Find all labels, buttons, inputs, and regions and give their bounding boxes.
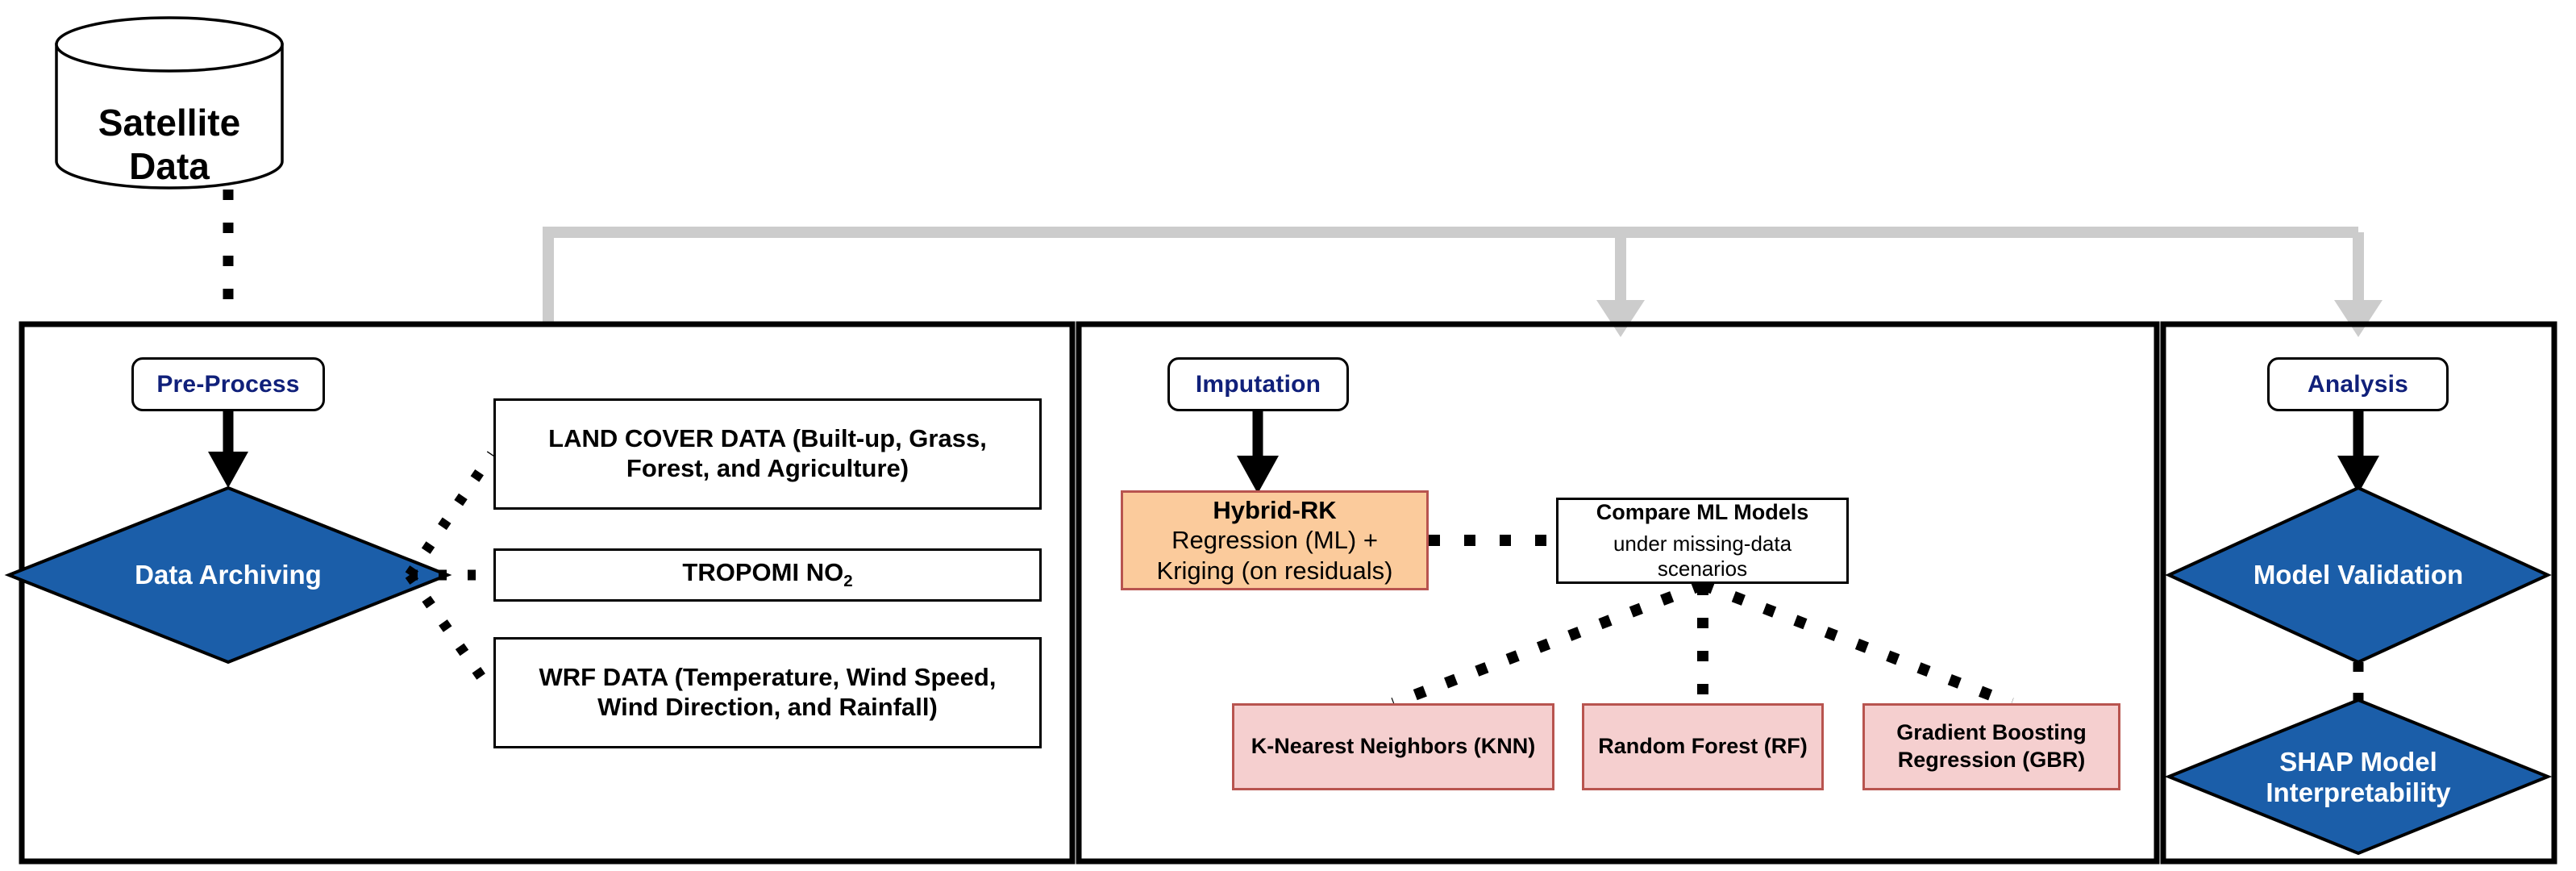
dataset-wrf-text: WRF DATA (Temperature, Wind Speed, Wind … bbox=[539, 663, 997, 722]
land-cover-line-2: Forest, and Agriculture) bbox=[626, 454, 909, 482]
connector-preprocess-to-archiving bbox=[208, 411, 248, 488]
panel-imputation bbox=[1076, 321, 2160, 865]
dataset-land-cover-text: LAND COVER DATA (Built-up, Grass, Forest… bbox=[548, 424, 987, 483]
hybrid-rk-title: Hybrid-RK bbox=[1213, 496, 1337, 525]
hybrid-rk-line-2: Regression (ML) + bbox=[1171, 526, 1378, 555]
gray-arrow-to-imputation bbox=[1596, 300, 1645, 337]
tropomi-subscript: 2 bbox=[843, 572, 853, 591]
decision-data-archiving bbox=[4, 486, 452, 665]
stage-label-analysis[interactable]: Analysis bbox=[2267, 357, 2449, 411]
connector-compare-to-models bbox=[1391, 579, 2014, 709]
model-box-knn: K-Nearest Neighbors (KNN) bbox=[1232, 703, 1554, 790]
gray-connector-bus bbox=[543, 227, 2364, 324]
dataset-box-tropomi: TROPOMI NO2 bbox=[493, 548, 1042, 602]
stage-label-imputation[interactable]: Imputation bbox=[1167, 357, 1349, 411]
compare-ml-models-box: Compare ML Models under missing-data sce… bbox=[1556, 498, 1849, 584]
dataset-box-land-cover: LAND COVER DATA (Built-up, Grass, Forest… bbox=[493, 398, 1042, 510]
decision-model-validation bbox=[2165, 486, 2552, 665]
wrf-line-2: Wind Direction, and Rainfall) bbox=[597, 693, 938, 721]
dataset-tropomi-text: TROPOMI NO2 bbox=[682, 558, 852, 591]
connector-imputation-to-hybrid bbox=[1237, 411, 1279, 494]
panel-pre-process bbox=[19, 321, 1076, 865]
gbr-line-2: Regression (GBR) bbox=[1897, 748, 2086, 772]
decision-shap-interpretability bbox=[2164, 698, 2553, 856]
gbr-line-1: Gradient Boosting bbox=[1896, 720, 2087, 745]
land-cover-line-1: LAND COVER DATA (Built-up, Grass, bbox=[548, 424, 987, 453]
satellite-data-cylinder bbox=[55, 16, 284, 190]
tropomi-line-1: TROPOMI NO bbox=[682, 558, 844, 587]
connector-archiving-to-datasets bbox=[405, 451, 497, 695]
gray-arrow-to-analysis bbox=[2334, 300, 2382, 337]
stage-label-pre-process[interactable]: Pre-Process bbox=[131, 357, 325, 411]
satellite-data-label: Satellite Data bbox=[98, 102, 241, 187]
compare-title: Compare ML Models bbox=[1596, 500, 1809, 524]
wrf-line-1: WRF DATA (Temperature, Wind Speed, bbox=[539, 663, 997, 692]
panel-analysis bbox=[2160, 321, 2557, 865]
connector-analysis-to-validation bbox=[2337, 411, 2379, 494]
model-box-random-forest: Random Forest (RF) bbox=[1582, 703, 1824, 790]
gbr-text: Gradient Boosting Regression (GBR) bbox=[1896, 719, 2087, 774]
dataset-box-wrf: WRF DATA (Temperature, Wind Speed, Wind … bbox=[493, 637, 1042, 748]
hybrid-rk-line-3: Kriging (on residuals) bbox=[1156, 556, 1393, 585]
compare-subtitle: under missing-data scenarios bbox=[1613, 531, 1792, 581]
hybrid-rk-box: Hybrid-RK Regression (ML) + Kriging (on … bbox=[1121, 490, 1429, 590]
model-box-gbr: Gradient Boosting Regression (GBR) bbox=[1862, 703, 2120, 790]
